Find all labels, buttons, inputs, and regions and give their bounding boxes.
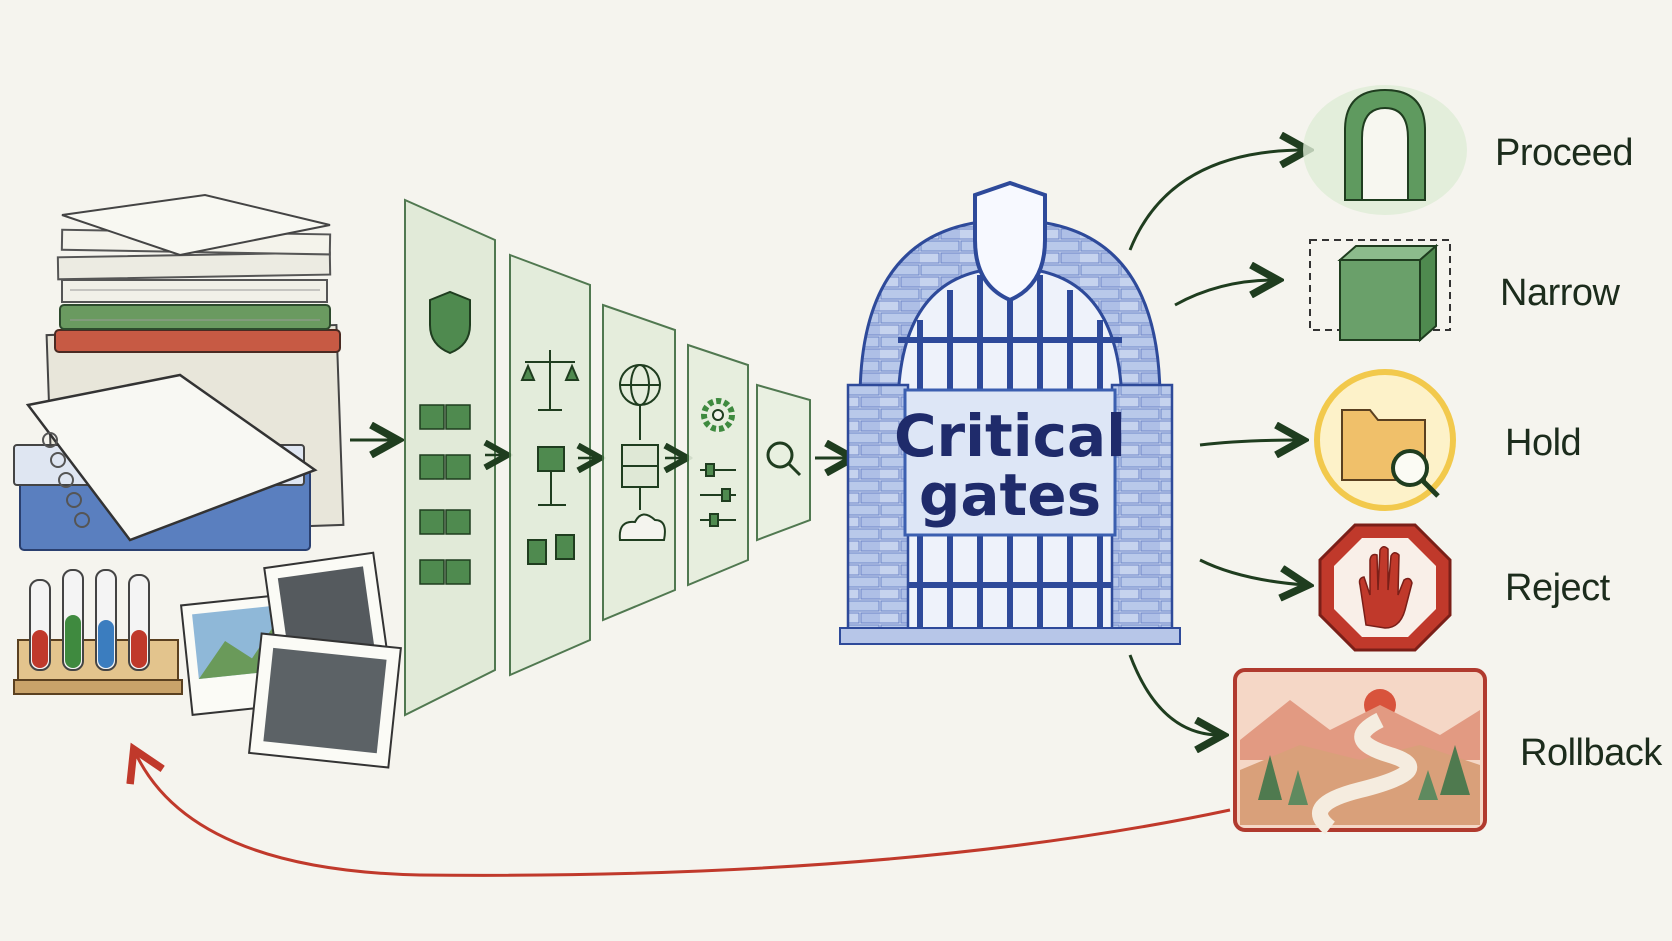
critical-gate: Critical gates [839, 180, 1181, 645]
panel-5 [756, 383, 811, 542]
panel-1 [404, 198, 496, 717]
archway-icon [1344, 88, 1426, 201]
outcome-rollback: Rollback [1233, 668, 1664, 835]
gate-label-line2: gates [919, 461, 1101, 529]
folder-search-icon [1341, 409, 1440, 498]
outcome-label-rollback: Rollback [1520, 732, 1663, 774]
scales-flowchart-icon [520, 350, 580, 565]
document-stack [13, 193, 402, 769]
magnifier-icon [766, 441, 802, 477]
stop-hand-icon [1318, 523, 1452, 652]
winding-road-icon [1233, 668, 1487, 835]
outcome-label-hold: Hold [1505, 422, 1581, 464]
panel-3 [602, 303, 676, 622]
gate-label-line1: Critical [894, 402, 1126, 470]
gear-sliders-icon [700, 398, 736, 527]
panel-4 [687, 343, 749, 587]
outcome-label-reject: Reject [1505, 567, 1611, 609]
panel-2 [509, 253, 591, 677]
outcome-reject: Reject [1318, 523, 1611, 652]
outcome-label-narrow: Narrow [1500, 272, 1621, 314]
test-tubes-icon [13, 569, 183, 695]
notebook-icon [13, 373, 318, 551]
cube-icon [1309, 239, 1451, 343]
outcome-hold: Hold [1314, 369, 1582, 511]
outcome-proceed: Proceed [1303, 85, 1634, 215]
outcome-label-proceed: Proceed [1495, 132, 1633, 174]
photo-frames-icon [179, 551, 402, 769]
outcome-narrow: Narrow [1309, 239, 1621, 343]
rollback-return-arrow [135, 752, 1231, 877]
outcome-arrows [1128, 150, 1305, 735]
filter-panels [404, 198, 850, 717]
shield-icon [973, 180, 1047, 303]
shield-blocks-icon [419, 290, 471, 585]
globe-server-cloud-icon [618, 364, 666, 541]
